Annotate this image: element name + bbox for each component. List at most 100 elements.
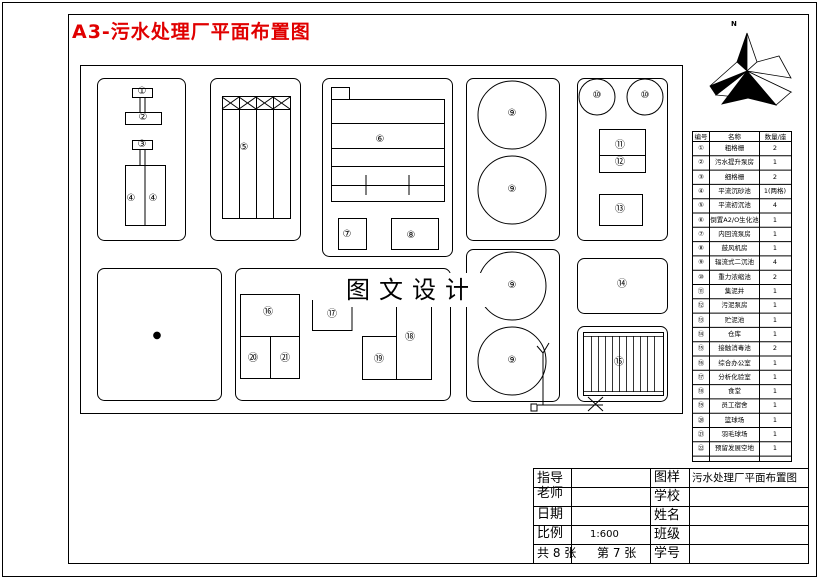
legend-num: ⑲ (697, 401, 705, 410)
legend-name: 重力浓缩池 (718, 272, 751, 281)
legend-num: ⑩ (698, 272, 704, 281)
legend-qty: 1 (772, 315, 778, 324)
tb-name-label: 姓名 (654, 508, 681, 523)
legend-qty: 1 (772, 358, 778, 367)
legend-num: ⑮ (697, 344, 705, 353)
tb-class-label: 班级 (654, 527, 681, 542)
facility-number-label: ⑰ (327, 309, 337, 320)
legend-qty: 1 (772, 301, 778, 310)
legend-qty: 1 (772, 372, 778, 381)
legend-name: 食堂 (728, 387, 741, 396)
legend-num: ⑦ (698, 229, 704, 238)
watermark-text: 图文设计 (332, 273, 492, 307)
facility-number-label: ⑭ (617, 279, 627, 290)
north-label: N (731, 20, 737, 28)
sludge-tank (599, 194, 643, 226)
facility-number-label: ⑨ (507, 184, 517, 195)
facility-number-label: ⑱ (405, 332, 415, 343)
facility-number-label: ⑦ (342, 229, 352, 240)
tb-advisor-label: 指导老师 (537, 471, 563, 501)
facility-number-label: ● (152, 330, 162, 341)
legend-header-name: 名称 (728, 133, 741, 141)
sludge-pump-house (599, 129, 646, 173)
legend-qty: 4 (772, 258, 778, 267)
facility-number-label: ⑬ (615, 204, 625, 215)
legend-name: 贮泥池 (724, 315, 745, 324)
facility-number-label: ⑥ (375, 134, 385, 145)
facility-number-label: ④ (126, 193, 136, 204)
legend-num: ㉒ (697, 444, 705, 453)
legend-name: 羽毛球场 (721, 430, 748, 438)
legend-num: ⑱ (697, 387, 705, 396)
legend-num: ⑨ (698, 258, 704, 267)
facility-number-label: ⑯ (263, 307, 273, 318)
zone-admin (235, 268, 451, 401)
internal-reflux-pump (338, 218, 367, 250)
facility-number-label: ④ (148, 193, 158, 204)
legend-num: ⑪ (697, 287, 705, 295)
site-boundary (80, 65, 683, 414)
legend-qty: 2 (772, 172, 778, 181)
tb-date-label: 日期 (537, 507, 564, 522)
legend-name: 粗格栅 (724, 144, 745, 152)
legend-name: 污泥泵房 (721, 301, 748, 310)
facility-number-label: ⑨ (507, 280, 517, 291)
tb-sheet-no: 第 7 张 (597, 546, 637, 560)
tb-drawing-name: 污水处理厂平面布置图 (692, 472, 797, 484)
legend-qty: 2 (772, 272, 778, 281)
legend-name: 接触消毒池 (718, 344, 751, 353)
legend-qty: 1(两格) (763, 186, 787, 195)
legend-header-qty: 数量/座 (764, 133, 787, 141)
zone-secondary-b (466, 249, 560, 402)
legend-qty: 1 (772, 244, 778, 253)
facility-number-label: ① (137, 86, 147, 97)
legend-name: 员工宿舍 (721, 401, 748, 410)
legend-qty: 1 (772, 229, 778, 238)
legend-qty: 1 (772, 415, 778, 424)
legend-qty: 1 (772, 158, 778, 167)
legend-qty: 1 (772, 387, 778, 396)
legend-qty: 1 (772, 444, 778, 453)
facility-number-label: ⑮ (614, 357, 624, 368)
zone-reserved (97, 268, 222, 401)
legend-name: 细格栅 (724, 172, 745, 181)
legend-qty: 2 (772, 344, 778, 353)
legend-name: 污水提升泵房 (715, 158, 754, 167)
legend-header-num: 编号 (694, 133, 708, 141)
zone-sludge (577, 78, 668, 241)
legend-num: ⑬ (697, 315, 705, 324)
legend-num: ㉑ (697, 430, 705, 438)
legend-name: 辐流式二沉池 (715, 258, 754, 267)
legend-num: ⑯ (697, 358, 705, 367)
legend-name: 平流沉砂池 (718, 186, 751, 195)
facility-number-label: ⑨ (507, 355, 517, 366)
legend-num: ③ (698, 172, 704, 181)
legend-num: ⑥ (698, 215, 704, 224)
legend-qty: 1 (772, 430, 778, 438)
zone-secondary-a (466, 78, 560, 241)
legend-qty: 1 (772, 401, 778, 410)
zone-disinfection (577, 326, 668, 402)
title-block (533, 468, 809, 564)
zone-warehouse (577, 258, 668, 314)
legend-qty: 4 (772, 201, 778, 210)
legend-num: ⑧ (698, 244, 704, 253)
legend-name: 综合办公室 (718, 358, 751, 367)
zone-biological (322, 78, 453, 257)
facility-number-label: ⑨ (507, 108, 517, 119)
legend-qty: 1 (772, 287, 778, 295)
facility-number-label: ⑳ (248, 353, 258, 364)
facility-number-label: ⑤ (239, 142, 249, 153)
north-arrow-icon (709, 32, 793, 106)
tb-scale-label: 比例 (537, 526, 564, 541)
facility-number-label: ⑩ (640, 90, 650, 101)
facility-number-label: ② (138, 112, 148, 123)
legend-name: 仓库 (728, 329, 741, 338)
legend-name: 内回流泵房 (718, 229, 751, 238)
legend-name: 集泥井 (724, 287, 745, 295)
legend-num: ⑤ (698, 201, 704, 210)
legend-table (692, 131, 792, 462)
facility-number-label: ③ (137, 139, 147, 150)
legend-qty: 1 (772, 329, 778, 338)
